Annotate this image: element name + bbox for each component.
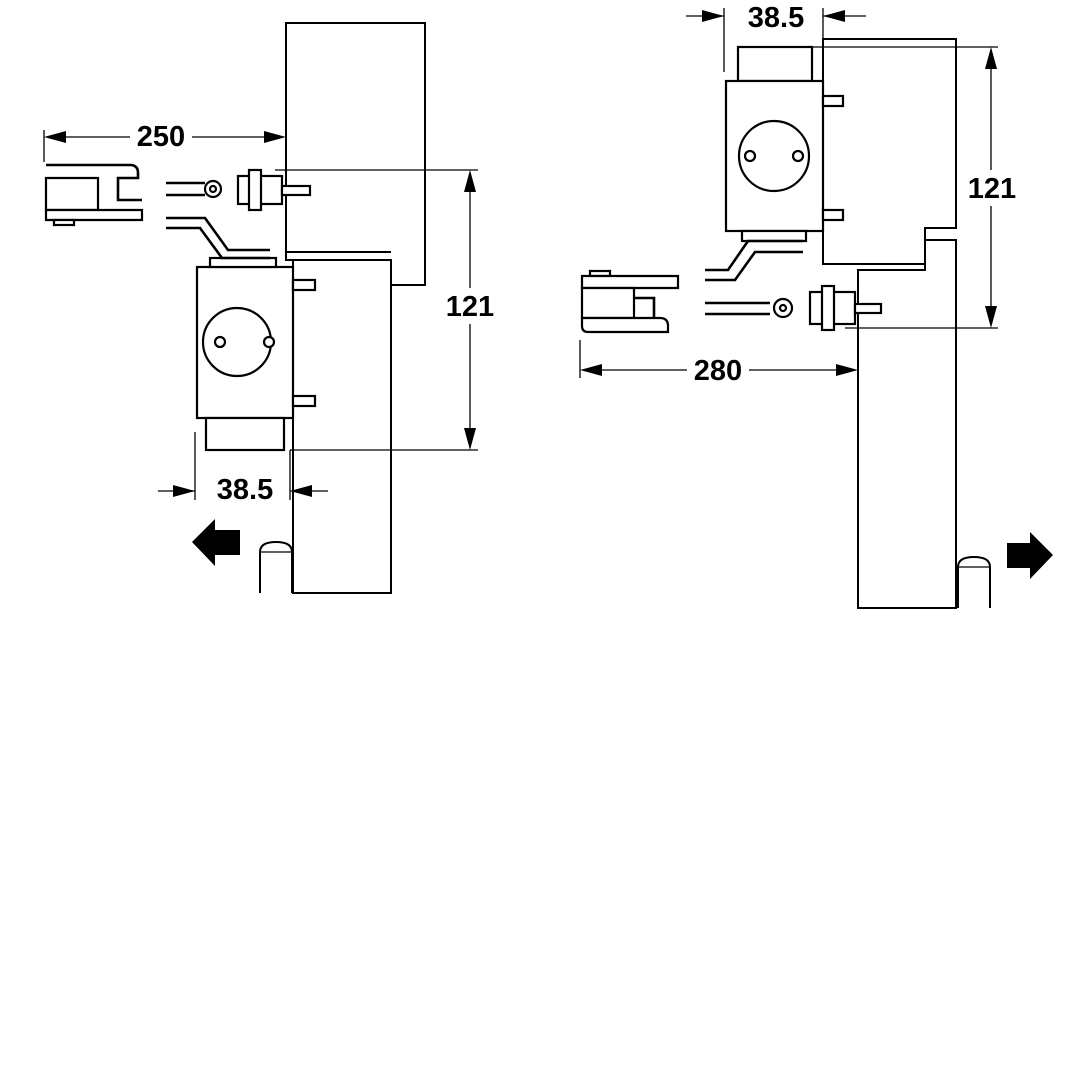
left-frame <box>285 22 426 286</box>
left-dim-height-label: 121 <box>446 291 494 323</box>
left-dim-height: 121 <box>275 169 500 451</box>
right-dim-height-label: 121 <box>968 173 1016 205</box>
left-hinge-pin <box>259 540 293 593</box>
right-dim-depth-label: 38.5 <box>748 2 804 34</box>
right-frame <box>822 38 957 265</box>
left-arm-assembly <box>44 163 312 260</box>
right-dim-width: 280 <box>579 340 858 388</box>
right-closer-body <box>724 45 845 243</box>
left-door-leaf <box>286 251 392 594</box>
right-dim-height: 121 <box>812 46 1022 329</box>
left-dim-depth: 38.5 <box>158 432 328 506</box>
right-dim-depth: 38.5 <box>686 2 866 72</box>
right-view: 38.5 121 280 <box>579 2 1053 609</box>
right-dim-width-label: 280 <box>694 355 742 387</box>
arrow-right-icon <box>1007 532 1053 579</box>
right-hinge-pin <box>957 555 991 608</box>
left-dim-width-label: 250 <box>137 121 185 153</box>
left-dim-depth-label: 38.5 <box>217 474 273 506</box>
right-arm-assembly <box>580 239 883 334</box>
left-dim-width: 250 <box>43 118 286 162</box>
right-door-leaf <box>857 239 957 609</box>
left-view: 250 121 38.5 <box>43 22 500 594</box>
arrow-left-icon <box>192 519 240 566</box>
left-closer-body <box>195 256 317 452</box>
